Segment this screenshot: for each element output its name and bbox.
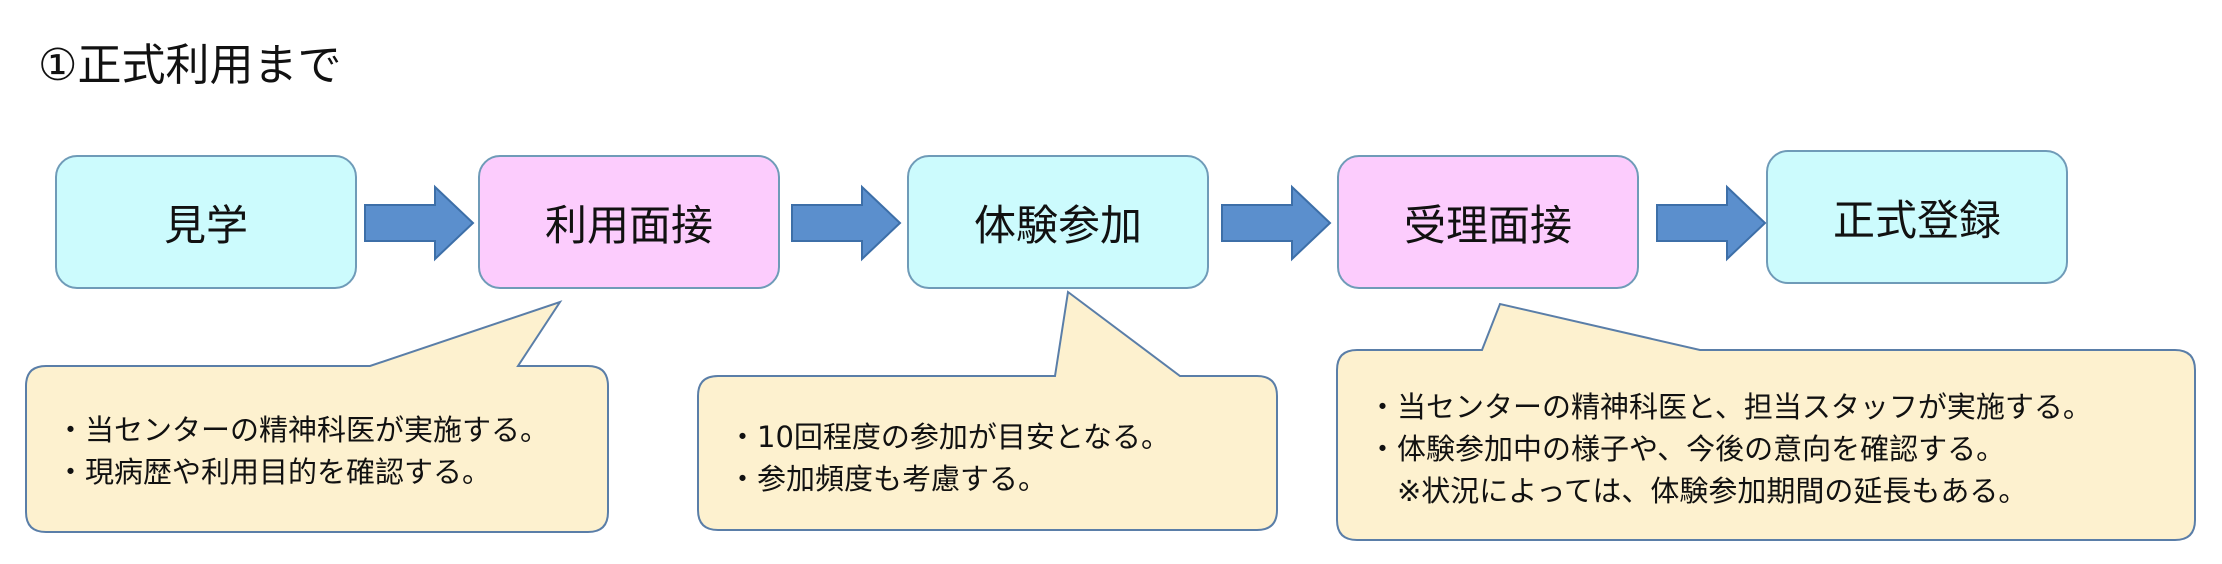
step-taiken-sanka: 体験参加 [907,155,1209,289]
note-line: ・現病歴や利用目的を確認する。 [56,455,492,489]
step-label: 見学 [163,200,248,250]
arrow-right-icon [1656,184,1767,262]
step-label: 受理面接 [1403,200,1572,250]
page-title: ①正式利用まで [38,40,342,91]
arrow-right-icon [1221,184,1332,262]
arrow-right-icon [791,184,902,262]
note-line: ※状況によっては、体験参加期間の延長もある。 [1368,474,2028,508]
step-riyou-mensetsu: 利用面接 [478,155,780,289]
note-line: ・参加頻度も考慮する。 [728,462,1048,496]
note-juri-mensetsu: ・当センターの精神科医と、担当スタッフが実施する。 ・体験参加中の様子や、今後の… [1368,386,2092,512]
note-taiken-sanka: ・10回程度の参加が目安となる。 ・参加頻度も考慮する。 [728,416,1170,500]
note-line: ・当センターの精神科医が実施する。 [56,413,550,447]
callout-bubble-3 [1336,302,2196,541]
step-seishiki-touroku: 正式登録 [1766,150,2068,284]
note-line: ・当センターの精神科医と、担当スタッフが実施する。 [1368,390,2092,424]
note-line: ・体験参加中の様子や、今後の意向を確認する。 [1368,432,2006,466]
step-label: 体験参加 [973,200,1142,250]
note-line: ・10回程度の参加が目安となる。 [728,420,1171,454]
step-juri-mensetsu: 受理面接 [1337,155,1639,289]
callout-bubble-1 [25,300,609,533]
callout-bubble-2 [697,290,1278,531]
arrow-right-icon [364,184,475,262]
note-riyou-mensetsu: ・当センターの精神科医が実施する。 ・現病歴や利用目的を確認する。 [56,409,549,493]
step-label: 利用面接 [544,200,713,250]
step-kengaku: 見学 [55,155,357,289]
step-label: 正式登録 [1832,195,2001,245]
